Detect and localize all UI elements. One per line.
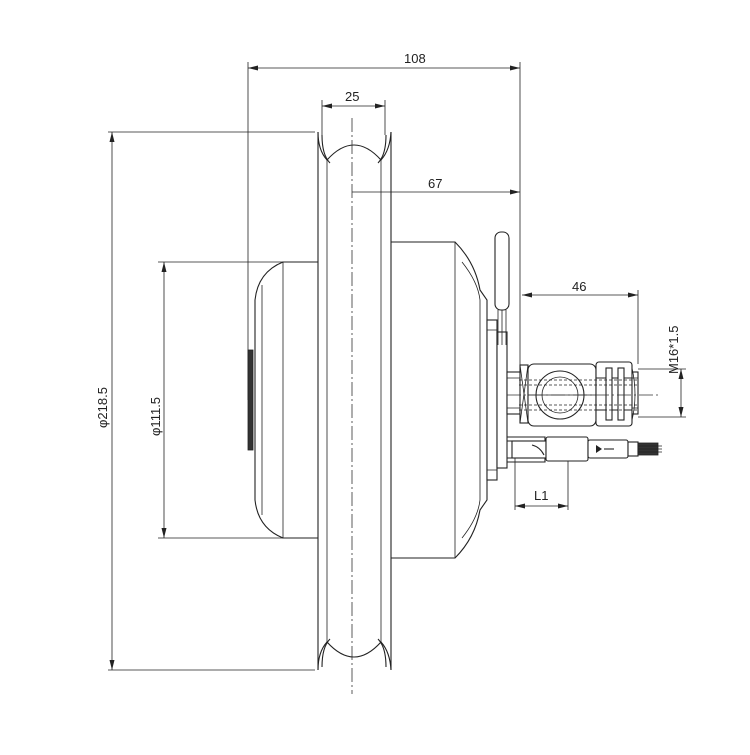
- center-lines: [351, 118, 660, 694]
- left-seal-ring: [247, 349, 254, 451]
- dimension-108-label: 108: [404, 51, 426, 66]
- dimension-108: 108: [248, 51, 520, 71]
- connector-arrow-icon: [596, 445, 602, 453]
- dimension-thread-label: M16*1.5: [666, 326, 681, 374]
- bearing-step: [496, 331, 508, 469]
- left-cover: [247, 261, 318, 539]
- dimension-46: 46: [522, 279, 638, 298]
- dimension-thread: M16*1.5: [666, 326, 684, 417]
- dimension-cable-length: L1: [515, 488, 568, 509]
- dimension-25: 25: [322, 89, 385, 109]
- rim-body: [317, 131, 392, 671]
- dimension-25-label: 25: [345, 89, 359, 104]
- bearing-shoulder: [486, 319, 498, 481]
- extension-lines: [108, 62, 686, 671]
- torque-arm: [494, 231, 510, 345]
- dimension-outer-diameter-label: φ218.5: [95, 387, 110, 428]
- dimension-cable-length-label: L1: [534, 488, 548, 503]
- dimension-inner-diameter: φ111.5: [148, 262, 167, 538]
- motor-cable: [507, 436, 662, 463]
- dimension-67-label: 67: [428, 176, 442, 191]
- dimension-46-label: 46: [572, 279, 586, 294]
- axle-washer: [519, 364, 529, 424]
- dimension-67: 67: [352, 176, 520, 195]
- right-hub-cover: [391, 241, 508, 559]
- axle-nut: [595, 361, 636, 427]
- dimension-outer-diameter: φ218.5: [95, 132, 115, 670]
- dimension-inner-diameter-label: φ111.5: [148, 397, 163, 436]
- cable-connector: [545, 436, 589, 462]
